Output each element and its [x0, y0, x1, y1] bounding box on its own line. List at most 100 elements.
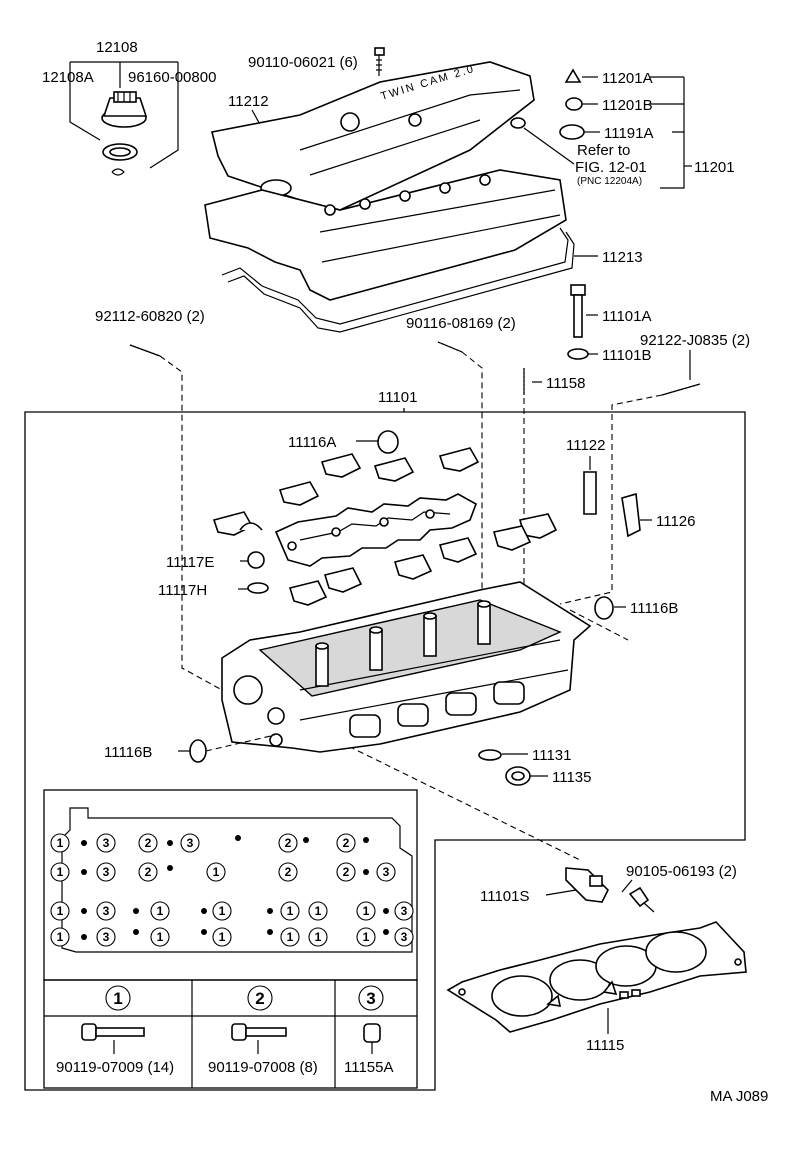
cap-clip: [111, 168, 125, 176]
bolt-key-3: 3: [96, 833, 116, 853]
bolt-key-2: 2: [278, 833, 298, 853]
bolt-key-3: 3: [96, 901, 116, 921]
bolt-key-1: 1: [356, 901, 376, 921]
label-11101S: 11101S: [480, 888, 530, 905]
svg-text:1: 1: [57, 930, 64, 944]
bolt-hole-dot: [303, 837, 309, 843]
part-11201A: [564, 68, 598, 83]
stud-90116: [437, 341, 463, 353]
bolt-key-1: 1: [280, 927, 300, 947]
bolt-table: 1 2 3 90119-07009 (14) 90119-07008 (8) 1…: [43, 979, 418, 1089]
svg-text:1: 1: [157, 904, 164, 918]
part-11117H: [238, 582, 269, 594]
bolt-key-1: 1: [212, 901, 232, 921]
bolt-hole-dot: [133, 929, 139, 935]
bolt-key-1: 1: [206, 862, 226, 882]
bolt-hole-dot: [383, 929, 389, 935]
bolt-key-3: 3: [96, 862, 116, 882]
bolt-90105: [628, 886, 655, 913]
table-key-1: 1: [105, 985, 131, 1011]
label-12108A: 12108A: [42, 69, 94, 86]
label-11135: 11135: [552, 769, 592, 786]
bolt-key-1: 1: [308, 927, 328, 947]
stud-92122: [661, 383, 701, 396]
oil-filler-cap-group: 12108 12108A 96160-00800: [42, 39, 216, 176]
stud-92112: [129, 344, 161, 357]
svg-text:1: 1: [113, 989, 122, 1008]
bolt-key-1: 1: [50, 901, 70, 921]
cylinder-head: [221, 581, 592, 753]
cylinder-head-cover-gasket: [221, 227, 575, 333]
oil-filler-cap: [101, 91, 148, 128]
stud-11158: [523, 368, 542, 395]
plug-11116B-right: [594, 596, 626, 620]
plug-11116A: [356, 430, 399, 454]
bearing-caps: [212, 447, 558, 606]
label-11101A: 11101A: [602, 308, 652, 325]
part-11135: [505, 766, 548, 786]
bolt-hole-dot: [133, 908, 139, 914]
sensor-11101S: [545, 867, 609, 903]
label-11131: 11131: [532, 747, 572, 764]
bolt-hole-dot: [363, 837, 369, 843]
svg-text:1: 1: [287, 930, 294, 944]
part-11155A-sleeve: [363, 1023, 381, 1054]
label-11101: 11101: [378, 389, 418, 406]
cover-bolt-90110: [374, 47, 385, 76]
bolt-hole-dot: [201, 908, 207, 914]
label-11117H: 11117H: [158, 582, 207, 599]
bolt-key-2: 2: [278, 862, 298, 882]
label-11158: 11158: [546, 375, 586, 392]
part-11117E: [240, 551, 265, 569]
washer-11101B: [567, 348, 598, 360]
svg-text:1: 1: [363, 904, 370, 918]
svg-text:1: 1: [219, 904, 226, 918]
bolt-hole-dot: [81, 840, 87, 846]
valve-lifters: [315, 600, 491, 687]
svg-text:3: 3: [383, 865, 390, 879]
bolt-90119-07009: [81, 1023, 145, 1054]
intake-ports: [349, 681, 525, 738]
bolt-key-1: 1: [50, 862, 70, 882]
bolt-hole-dot: [201, 929, 207, 935]
svg-text:3: 3: [103, 904, 110, 918]
bolt-hole-dot: [81, 908, 87, 914]
oil-filler-cap-gasket: [102, 143, 138, 161]
label-refer-to: Refer to: [577, 142, 630, 159]
label-11116B-left: 11116B: [104, 744, 152, 761]
label-11117E: 11117E: [166, 554, 214, 571]
bolt-key-1: 1: [308, 901, 328, 921]
svg-text:1: 1: [315, 930, 322, 944]
bolt-key-3: 3: [96, 927, 116, 947]
svg-text:3: 3: [366, 989, 375, 1008]
svg-text:2: 2: [285, 865, 292, 879]
cylinder-head-cover-upper: TWIN CAM 2.0: [211, 61, 535, 211]
label-11126: 11126: [656, 513, 696, 530]
label-11213: 11213: [602, 249, 643, 266]
bolt-hole-dot: [167, 865, 173, 871]
svg-text:2: 2: [255, 989, 264, 1008]
svg-text:3: 3: [401, 904, 408, 918]
bolt-key-3: 3: [394, 901, 414, 921]
part-11191A: [559, 124, 600, 140]
bearing-cap-frame: [274, 493, 477, 567]
bolt-key-2: 2: [336, 862, 356, 882]
label-fig-12-01: FIG. 12-01: [575, 159, 647, 176]
label-11101B: 11101B: [602, 347, 652, 364]
bolt-key-2: 2: [138, 833, 158, 853]
label-90119-07008: 90119-07008 (8): [208, 1059, 318, 1076]
bolt-key-2: 2: [138, 862, 158, 882]
label-11201A: 11201A: [602, 70, 653, 87]
label-11122: 11122: [566, 437, 606, 454]
svg-text:1: 1: [157, 930, 164, 944]
bolt-key-1: 1: [50, 833, 70, 853]
bolt-key-3: 3: [180, 833, 200, 853]
label-11201: 11201: [694, 159, 735, 176]
label-90110-06021: 90110-06021 (6): [248, 54, 358, 71]
part-11201B: [565, 97, 598, 111]
svg-text:1: 1: [57, 904, 64, 918]
svg-text:1: 1: [363, 930, 370, 944]
svg-text:1: 1: [287, 904, 294, 918]
cylinder-head-gasket: [446, 921, 747, 1034]
